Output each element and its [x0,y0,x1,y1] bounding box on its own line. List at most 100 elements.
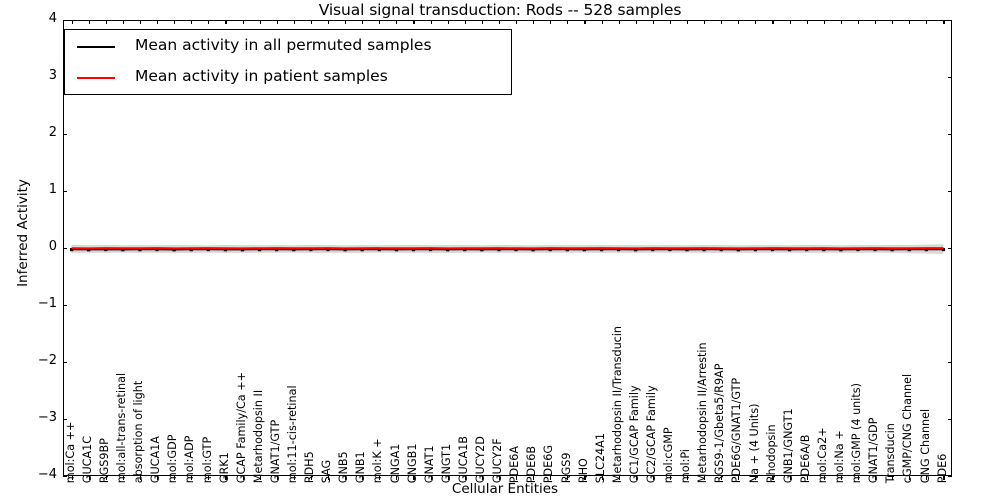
x-tick-mark [772,20,774,24]
x-tick-label: SLC24A1 [593,433,607,484]
x-tick-mark [687,20,689,24]
x-tick-mark [105,476,107,480]
x-tick-label: mol:ADP [183,435,197,484]
x-tick-label: Na + (4 Units) [747,403,761,484]
x-tick-mark [567,476,569,480]
x-tick-mark [191,476,193,480]
x-tick-label: absorption of light [131,380,145,484]
x-tick-mark [533,20,535,24]
x-tick-label: mol:K + [371,438,385,484]
x-tick-mark [139,476,142,480]
x-tick-mark [567,20,569,24]
x-tick-mark [721,20,723,24]
x-tick-label: mol:Ca2+ [815,427,829,484]
x-tick-mark [464,476,466,480]
x-tick-mark [618,20,620,24]
x-tick-mark [652,20,654,24]
x-tick-mark [669,20,671,24]
x-tick-mark [875,20,877,24]
legend: Mean activity in all permuted samples Me… [64,29,512,95]
x-tick-mark [362,20,364,24]
y-tick-label: −4 [37,467,57,482]
x-tick-mark [259,20,261,24]
y-tick-mark [948,362,952,364]
x-tick-label: GRK1 [217,452,231,484]
x-tick-mark [276,476,278,480]
y-tick-mark [948,419,952,421]
legend-row: Mean activity in patient samples [65,61,511,94]
x-tick-mark [738,20,740,24]
x-tick-label: mol:Pi [679,448,692,484]
x-tick-mark [396,20,398,24]
x-tick-label: GNGT1 [439,443,453,484]
x-tick-label: Rhodopsin [764,424,778,484]
x-tick-label: Transducin [884,423,898,484]
legend-row: Mean activity in all permuted samples [65,30,511,63]
legend-label-permuted: Mean activity in all permuted samples [135,36,432,54]
y-tick-mark [63,248,67,250]
x-tick-label: mol:Na + [832,430,846,484]
x-tick-mark [481,476,483,480]
x-tick-label: mol:GTP [200,436,214,484]
x-tick-label: SAG [319,459,333,484]
x-tick-label: mol:Ca ++ [63,421,77,484]
x-tick-mark [430,20,432,24]
x-tick-mark [327,20,330,24]
x-tick-mark [601,476,603,480]
x-tick-mark [379,20,381,24]
x-tick-label: CNGB1 [405,443,419,484]
legend-label-patient: Mean activity in patient samples [135,67,388,85]
x-tick-mark [926,20,928,24]
x-tick-label: GUCA1A [149,436,163,484]
x-tick-mark [157,476,159,480]
x-tick-label: mol:11-cis-retinal [285,385,299,484]
x-tick-mark [687,476,689,480]
x-tick-mark [550,476,552,480]
x-tick-mark [806,476,808,480]
x-tick-mark [157,20,159,24]
y-tick-mark [948,77,952,79]
x-tick-mark [857,476,860,480]
x-tick-label: GC2/GCAP Family [644,385,658,484]
x-tick-label: GCAP Family/Ca ++ [234,372,248,484]
x-tick-label: mol:cGMP [661,427,675,484]
x-tick-mark [550,20,552,24]
x-tick-mark [396,476,398,480]
x-tick-mark [738,476,740,480]
x-tick-mark [498,476,501,480]
x-tick-mark [293,476,295,480]
x-tick-mark [259,476,261,480]
y-tick-mark [948,248,952,250]
y-tick-mark [63,476,67,478]
x-tick-mark [225,476,227,480]
y-tick-label: −3 [37,410,57,425]
x-tick-mark [430,476,432,480]
x-tick-mark [875,476,877,480]
y-tick-mark [948,305,952,307]
x-tick-mark [447,20,449,24]
x-tick-label: RGS9-1/Gbeta5/R9AP [713,363,727,484]
y-tick-mark [63,305,67,307]
x-axis-title: Cellular Entities [451,481,559,497]
x-tick-label: RDH5 [302,451,316,484]
x-tick-label: RGS9 [559,452,573,484]
x-tick-label: Metarhodopsin II/Transducin [610,325,624,484]
x-tick-label: GNAT1/GDP [867,417,881,484]
x-tick-mark [857,20,860,24]
x-tick-label: GNAT1/GTP [268,419,282,484]
x-tick-mark [584,476,586,480]
x-tick-mark [789,476,791,480]
x-tick-mark [413,20,415,24]
x-tick-label: PDE6 [935,453,949,484]
x-tick-mark [909,476,911,480]
x-tick-label: PDE6G/GNAT1/GTP [730,377,744,484]
y-tick-mark [63,20,67,22]
x-tick-mark [310,20,312,24]
y-axis-title: Inferred Activity [15,179,31,287]
x-tick-mark [345,20,347,24]
x-tick-label: GUCY2F [490,438,504,484]
y-tick-mark [63,419,67,421]
x-tick-label: RGS9BP [97,438,111,484]
x-tick-mark [840,20,842,24]
x-tick-mark [721,476,723,480]
